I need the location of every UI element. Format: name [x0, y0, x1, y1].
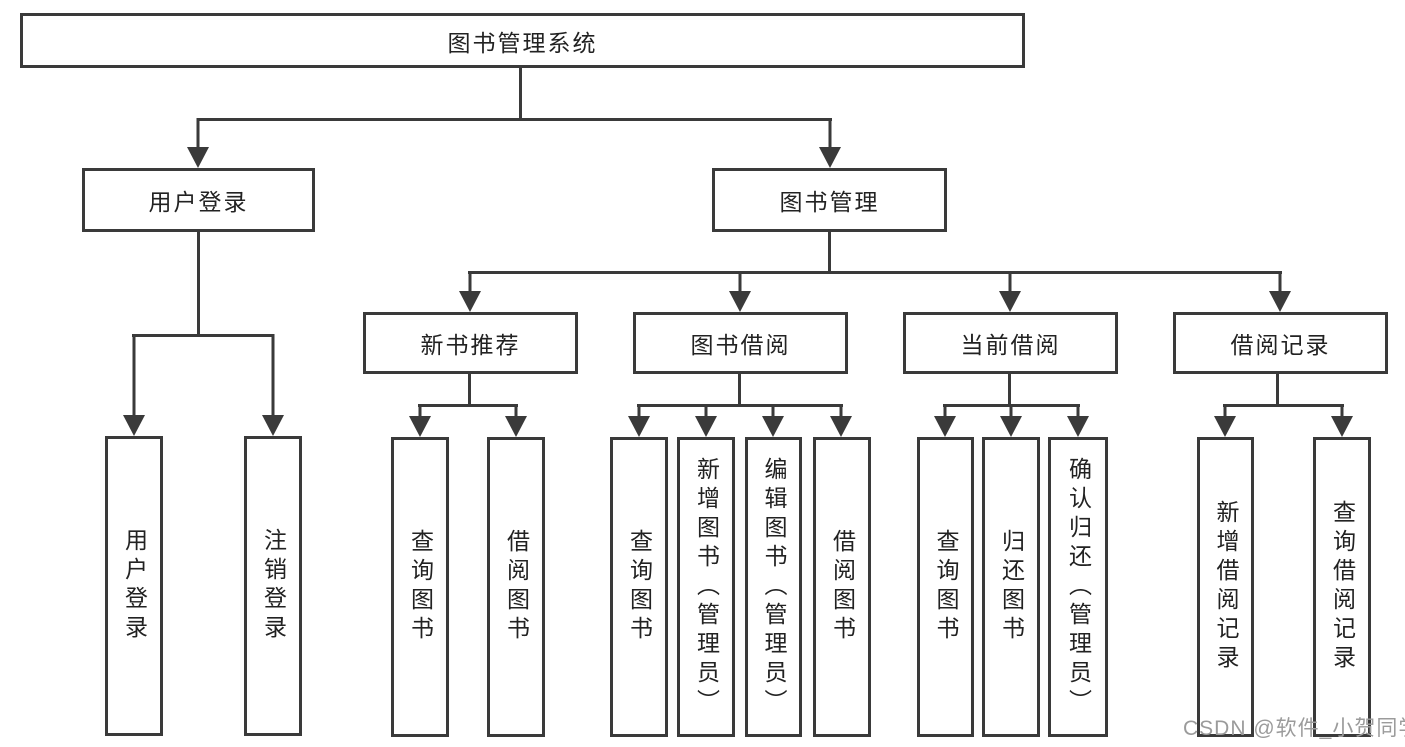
leaf-query-books-current: 查询图书 [917, 437, 974, 737]
arrow-to-leaf-edit-book-admin [762, 404, 784, 437]
arrow-to-user-login [187, 118, 209, 168]
leaf-logout: 注销登录 [244, 436, 302, 736]
arrow-head-icon [1000, 416, 1022, 437]
leaf-borrow-books-borrowing-label: 借阅图书 [829, 529, 856, 645]
arrow-to-leaf-add-book-admin [695, 404, 717, 437]
leaf-return-book: 归还图书 [982, 437, 1040, 737]
arrow-to-leaf-query-books-recommend [409, 404, 431, 437]
arrow-head-icon [262, 415, 284, 436]
arrow-to-leaf-add-borrow-record [1214, 404, 1236, 437]
node-root: 图书管理系统 [20, 13, 1025, 68]
arrow-head-icon [628, 416, 650, 437]
leaf-add-book-admin-label: 新增图书（管理员） [693, 456, 720, 718]
node-borrow-records: 借阅记录 [1173, 312, 1388, 374]
connector-root-stem [519, 68, 522, 120]
leaf-query-books-current-label: 查询图书 [933, 529, 959, 645]
arrow-head-icon [1331, 416, 1353, 437]
arrow-to-book-management [819, 118, 841, 168]
arrow-to-leaf-borrow-books-recommend [505, 404, 527, 437]
arrow-head-icon [729, 291, 751, 312]
arrow-head-icon [1214, 416, 1236, 437]
connector-recommend-rail [418, 404, 518, 407]
node-root-label: 图书管理系统 [447, 29, 598, 56]
arrow-to-leaf-logout [262, 334, 284, 436]
arrow-head-icon [409, 416, 431, 437]
leaf-borrow-books-borrowing: 借阅图书 [813, 437, 871, 737]
node-borrow-records-label: 借阅记录 [1230, 332, 1331, 358]
leaf-query-books-recommend: 查询图书 [391, 437, 449, 737]
arrow-to-leaf-confirm-return-admin [1067, 404, 1089, 437]
leaf-user-login: 用户登录 [105, 436, 163, 736]
node-new-book-recommend-label: 新书推荐 [420, 332, 521, 358]
leaf-edit-book-admin: 编辑图书（管理员） [745, 437, 802, 737]
node-user-login-label: 用户登录 [148, 189, 249, 215]
connector-recommend-stem [468, 374, 471, 406]
arrow-head-icon [505, 416, 527, 437]
connector-book-mgmt-rail [468, 271, 1282, 274]
arrow-to-book-borrowing [729, 271, 751, 312]
arrow-head-icon [695, 416, 717, 437]
leaf-borrow-books-recommend: 借阅图书 [487, 437, 545, 737]
leaf-edit-book-admin-label: 编辑图书（管理员） [761, 456, 787, 718]
node-new-book-recommend: 新书推荐 [363, 312, 578, 374]
leaf-add-borrow-record-label: 新增借阅记录 [1213, 500, 1239, 674]
leaf-return-book-label: 归还图书 [998, 529, 1025, 645]
arrow-to-leaf-return-book [1000, 404, 1022, 437]
arrow-head-icon [762, 416, 784, 437]
arrow-to-current-borrowing [999, 271, 1021, 312]
arrow-head-icon [187, 147, 209, 168]
connector-user-login-rail [132, 334, 273, 337]
node-book-borrowing: 图书借阅 [633, 312, 848, 374]
node-current-borrowing-label: 当前借阅 [960, 332, 1061, 358]
connector-records-stem [1276, 374, 1279, 406]
node-book-borrowing-label: 图书借阅 [690, 332, 791, 358]
arrow-to-borrow-records [1269, 271, 1291, 312]
watermark: CSDN @软件_小贺同学 [1183, 717, 1405, 740]
leaf-add-book-admin: 新增图书（管理员） [677, 437, 735, 737]
arrow-head-icon [830, 416, 852, 437]
leaf-query-borrow-record: 查询借阅记录 [1313, 437, 1371, 737]
leaf-add-borrow-record: 新增借阅记录 [1197, 437, 1254, 737]
arrow-to-leaf-query-books-current [934, 404, 956, 437]
node-current-borrowing: 当前借阅 [903, 312, 1118, 374]
connector-root-rail [197, 118, 832, 121]
leaf-borrow-books-recommend-label: 借阅图书 [503, 529, 530, 645]
leaf-query-borrow-record-label: 查询借阅记录 [1329, 500, 1356, 674]
connector-current-stem [1008, 374, 1011, 406]
leaf-query-books-borrowing: 查询图书 [610, 437, 668, 737]
node-book-management: 图书管理 [712, 168, 947, 232]
arrow-head-icon [999, 291, 1021, 312]
connector-book-mgmt-stem [828, 232, 831, 273]
arrow-to-new-book-recommend [459, 271, 481, 312]
connector-borrowing-rail [637, 404, 843, 407]
leaf-confirm-return-admin-label: 确认归还（管理员） [1065, 456, 1092, 718]
arrow-head-icon [123, 415, 145, 436]
node-user-login: 用户登录 [82, 168, 315, 232]
leaf-user-login-label: 用户登录 [121, 528, 148, 644]
leaf-query-books-recommend-label: 查询图书 [407, 529, 434, 645]
arrow-head-icon [1269, 291, 1291, 312]
arrow-to-leaf-query-borrow-record [1331, 404, 1353, 437]
leaf-confirm-return-admin: 确认归还（管理员） [1048, 437, 1108, 737]
connector-records-rail [1223, 404, 1344, 407]
connector-borrowing-stem [738, 374, 741, 406]
arrow-head-icon [934, 416, 956, 437]
arrow-to-leaf-user-login [123, 334, 145, 436]
leaf-query-books-borrowing-label: 查询图书 [626, 529, 653, 645]
arrow-head-icon [459, 291, 481, 312]
leaf-logout-label: 注销登录 [260, 528, 287, 644]
arrow-head-icon [819, 147, 841, 168]
arrow-head-icon [1067, 416, 1089, 437]
arrow-to-leaf-borrow-books-borrowing [830, 404, 852, 437]
connector-user-login-stem [197, 232, 200, 336]
node-book-management-label: 图书管理 [779, 189, 880, 215]
arrow-to-leaf-query-books-borrowing [628, 404, 650, 437]
